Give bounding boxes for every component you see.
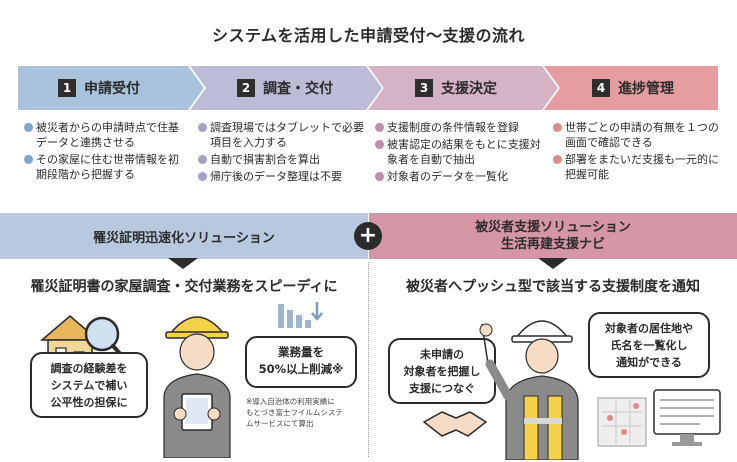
step-3-arrow	[368, 66, 558, 110]
footnote: ※導入自治体の利用実績に もとづき富士フイルムシステ ムサービスにて算出	[246, 397, 343, 428]
right-solution-name-line2: 生活再建支援ナビ	[500, 237, 605, 252]
step-2-label: 2 調査・交付	[237, 78, 333, 98]
step-3-title: 支援決定	[441, 81, 497, 97]
right-headline: 被災者へプッシュ型で該当する支援制度を通知	[406, 279, 700, 295]
list-item: 調査現場ではタブレットで必要項目を入力する	[198, 120, 366, 150]
step-1-bullets: 被災者からの申請時点で住基データと連携させる その家屋に住む世帯情報を初期段階か…	[24, 120, 189, 184]
list-item: 部署をまたいだ支援も一元的に把握可能	[553, 152, 723, 182]
left-callout-accuracy: 調査の経験差を システムで補い 公平性の担保に	[30, 352, 148, 418]
list-item: 支援制度の条件情報を登録	[375, 120, 543, 135]
step-2-arrow	[190, 66, 382, 110]
left-solution-name: 罹災証明迅速化ソリューション	[93, 231, 275, 246]
bullet-dot	[24, 155, 33, 164]
step-arrow-strip	[18, 66, 718, 110]
bullet-dot	[553, 155, 562, 164]
list-item: 被害認定の結果をもとに支援対象者を自動で抽出	[375, 137, 543, 167]
bar-chart-icon	[278, 302, 323, 328]
step-4-arrow	[544, 66, 718, 110]
step-4-label: 4 進捗管理	[592, 78, 674, 98]
list-item: 自動で損害割合を算出	[198, 152, 366, 167]
list-item: 世帯ごとの申請の有無を１つの画面で確認できる	[553, 120, 723, 150]
plus-icon: +	[354, 222, 382, 250]
step-1-arrow	[18, 66, 204, 110]
bullet-dot	[198, 123, 207, 132]
list-item: その家屋に住む世帯情報を初期段階から把握する	[24, 152, 189, 182]
list-item: 帰庁後のデータ整理は不要	[198, 169, 366, 184]
bullet-dot	[198, 155, 207, 164]
left-band-pointer	[168, 258, 198, 269]
step-4-number: 4	[592, 79, 610, 97]
step-2-title: 調査・交付	[263, 81, 333, 97]
bullet-dot	[24, 123, 33, 132]
worker-pointing-illustration	[479, 320, 579, 460]
map-monitor-icon	[597, 389, 721, 447]
worker-with-tablet-illustration	[163, 316, 231, 458]
list-item: 被災者からの申請時点で住基データと連携させる	[24, 120, 189, 150]
step-2-bullets: 調査現場ではタブレットで必要項目を入力する 自動で損害割合を算出 帰庁後のデータ…	[198, 120, 366, 186]
diagram-title: システムを活用した申請受付〜支援の流れ	[211, 26, 526, 45]
step-3-bullets: 支援制度の条件情報を登録 被害認定の結果をもとに支援対象者を自動で抽出 対象者の…	[375, 120, 543, 186]
step-4-bullets: 世帯ごとの申請の有無を１つの画面で確認できる 部署をまたいだ支援も一元的に把握可…	[553, 120, 723, 184]
step-2-number: 2	[237, 79, 255, 97]
bullet-dot	[375, 172, 384, 181]
right-callout-notify: 対象者の居住地や 氏名を一覧化し 通知ができる	[588, 312, 710, 378]
step-1-title: 申請受付	[84, 81, 140, 97]
right-solution-name: 被災者支援ソリューション 生活再建支援ナビ	[369, 219, 737, 253]
left-headline: 罹災証明書の家屋調査・交付業務をスピーディに	[30, 279, 338, 295]
step-1-label: 1 申請受付	[58, 78, 140, 98]
handshake-icon	[422, 411, 488, 437]
right-solution-name-line1: 被災者支援ソリューション	[475, 220, 631, 235]
left-callout-reduction: 業務量を 50%以上削減※	[245, 336, 357, 388]
bullet-dot	[553, 123, 562, 132]
step-1-number: 1	[58, 79, 76, 97]
bullet-dot	[375, 123, 384, 132]
step-4-title: 進捗管理	[618, 81, 674, 97]
bullet-dot	[198, 172, 207, 181]
section-divider	[368, 262, 369, 457]
bullet-dot	[375, 140, 384, 149]
step-3-label: 3 支援決定	[415, 78, 497, 98]
right-band-pointer	[538, 258, 568, 269]
left-solution-band: 罹災証明迅速化ソリューション	[0, 213, 368, 259]
list-item: 対象者のデータを一覧化	[375, 169, 543, 184]
right-solution-band: 被災者支援ソリューション 生活再建支援ナビ	[369, 213, 737, 259]
step-3-number: 3	[415, 79, 433, 97]
